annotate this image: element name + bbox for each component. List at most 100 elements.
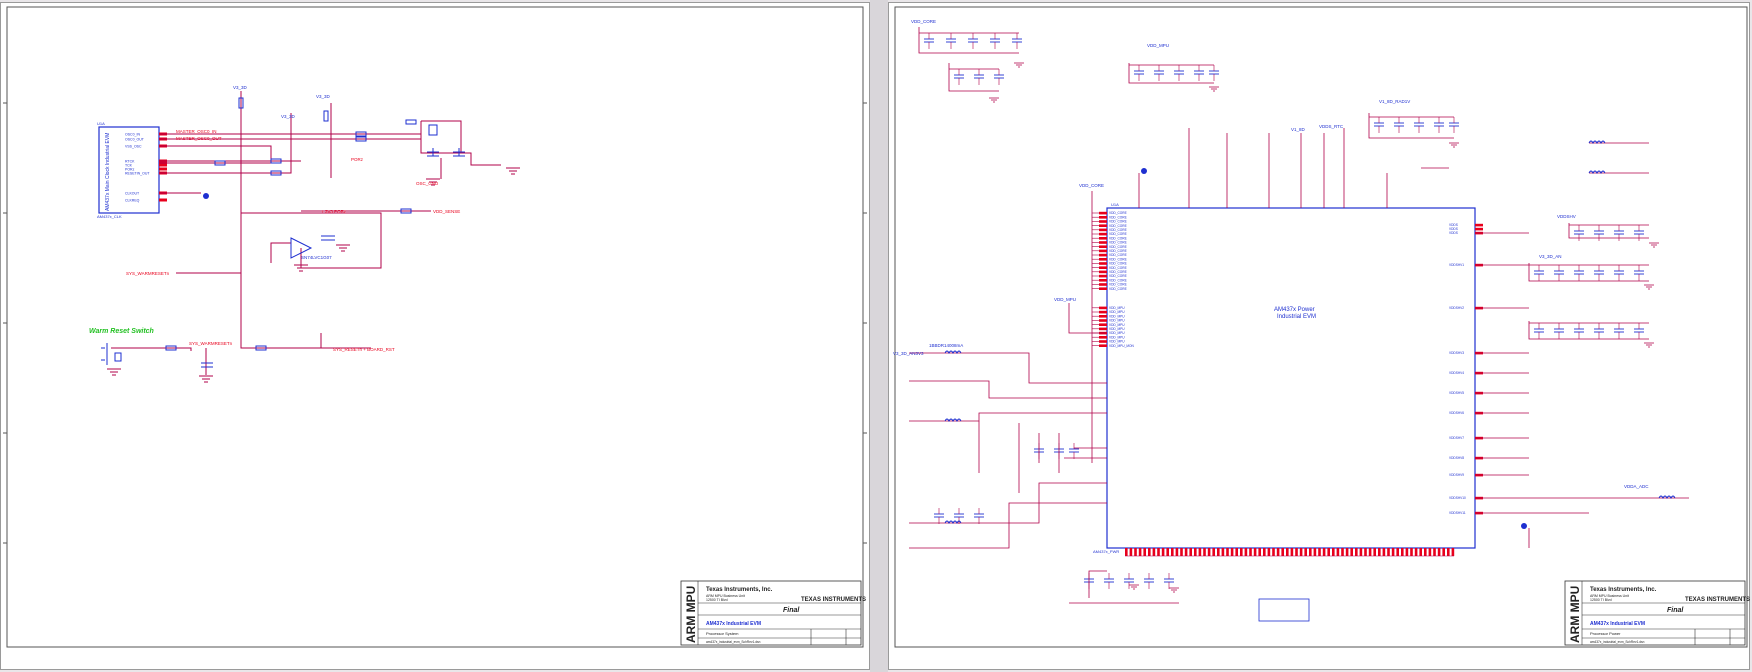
ic-left-pin-label: VDD_MPU	[1109, 319, 1125, 323]
warm-reset-label-group: Warm Reset Switch	[89, 328, 154, 335]
processor-pin-label: OSC0_OUT	[125, 138, 145, 142]
ic-bottom-pin	[1437, 548, 1441, 556]
processor-ref: U1A	[97, 121, 105, 126]
net-sys-warmreset: SYS_WARMRESETn	[126, 271, 170, 276]
ic-bottom-pin	[1184, 548, 1188, 556]
file-name: am437x_industrial_evm_SchRev1.dsn	[706, 640, 761, 644]
ic-bottom-pin	[1267, 548, 1271, 556]
ic-left-pin	[1099, 319, 1107, 322]
ic-left-pin-label: VDD_CORE	[1109, 220, 1127, 224]
ic-left-pin	[1099, 262, 1107, 265]
ic-bottom-pin	[1368, 548, 1372, 556]
ic-bottom-pin	[1442, 548, 1445, 556]
ic-left-pin	[1099, 270, 1107, 274]
ic-part-label: SN74LVC1G07	[301, 255, 332, 260]
ic-left-pin-label: VDD_CORE	[1109, 232, 1127, 236]
processor-pin-label: RTCK	[125, 160, 135, 164]
ic-bottom-pin	[1161, 548, 1165, 556]
rail-vdds-rtc: VDDS_RTC	[1319, 124, 1344, 129]
ic-bottom-pin	[1304, 548, 1307, 556]
ic-bottom-pin	[1212, 548, 1215, 556]
processor-pin-label: TCK	[125, 164, 133, 168]
ic-bottom-pin	[1272, 548, 1275, 556]
side-text: ARM MPU	[684, 586, 698, 643]
ic-bottom-pin	[1175, 548, 1179, 556]
ic-bottom-pin	[1396, 548, 1399, 556]
ic-bottom-pin	[1414, 548, 1418, 556]
ic-left-pin	[1099, 211, 1107, 215]
border-tick-marks	[3, 102, 867, 544]
ic-bottom-pin	[1129, 548, 1133, 556]
ic-bottom-pin	[1428, 548, 1432, 556]
ic-bottom-pin	[1295, 548, 1298, 556]
processor-pin-label: PORz	[125, 168, 135, 172]
ic-bottom-pin	[1171, 548, 1174, 556]
rail-vdd-core-a: VDD_CORE	[911, 19, 936, 24]
processor-system-schematic: U1A AM437x_CLK AM437x Main Clock Industr…	[3, 6, 867, 648]
ic-bottom-pin	[1290, 548, 1294, 556]
ic-left-pin	[1099, 323, 1107, 326]
ic-right-pin-label: VDDSHV3	[1449, 351, 1464, 355]
main-power-ic: AM437x Power Industrial EVM U1A AM437x_P…	[1092, 202, 1483, 557]
rail-vdd-mpu-b: VDD_MPU	[1054, 297, 1076, 302]
ic-bottom-pin	[1125, 548, 1128, 556]
ic-bottom-pin	[1166, 548, 1169, 556]
ic-bottom-pin	[1226, 548, 1229, 556]
ic-bottom-pin	[1373, 548, 1376, 556]
ground-symbols-right	[989, 62, 1659, 593]
ic-left-pin-label: VDD_CORE	[1109, 266, 1127, 270]
ic-bottom-pin	[1433, 548, 1436, 556]
net-osc-out: MASTER_OSC0_OUT	[176, 136, 222, 141]
ferrite-beads	[944, 140, 1676, 525]
ic-bottom-pin	[1157, 548, 1160, 556]
ic-left-pin-label: VDD_CORE	[1109, 274, 1127, 278]
ic-left-pin-label: VDD_MPU	[1109, 323, 1125, 327]
ic-left-pin-label: VDD_MPU	[1109, 314, 1125, 318]
ic-right-pin-label: VDDS	[1449, 223, 1458, 227]
ic-left-pin	[1099, 228, 1107, 232]
ti-logo: TEXAS INSTRUMENTS	[801, 597, 866, 603]
net-porz: PORz	[351, 157, 364, 162]
ic-right-pin-label: VDDSHV2	[1449, 306, 1464, 310]
rail-v33d-an: V3_3D_AN	[1539, 254, 1562, 259]
ic-bottom-pin	[1221, 548, 1225, 556]
ic-bottom-pin	[1447, 548, 1450, 556]
processor-part: AM437x_CLK	[97, 214, 122, 219]
ic-bottom-pin	[1152, 548, 1156, 556]
processor-title: AM437x Main Clock Industrial EVM	[105, 133, 111, 211]
side-text-r: ARM MPU	[1568, 586, 1582, 643]
ic-bottom-pin	[1345, 548, 1349, 556]
project-name: AM437x Industrial EVM	[706, 621, 761, 627]
ic-left-pin-label: VDD_MPU_MON	[1109, 344, 1134, 348]
net-sys-reset-out: SYS_RESETn + BOARD_RST	[333, 347, 395, 352]
ic-left-pin-label: VDD_CORE	[1109, 278, 1127, 282]
test-point-tp1	[203, 193, 209, 199]
status-final-r: Final	[1667, 607, 1684, 614]
sheet-title: Processor System	[706, 631, 739, 636]
upper-wiring	[909, 128, 1449, 604]
ic-left-pin-label: VDD_CORE	[1109, 215, 1127, 219]
schematic-sheet-left: U1A AM437x_CLK AM437x Main Clock Industr…	[0, 2, 870, 670]
ic-bottom-pin	[1318, 548, 1321, 556]
sheet-gap	[870, 0, 888, 672]
ic-left-pin	[1099, 327, 1107, 331]
ic-right-pin-label: VDDS	[1449, 231, 1458, 235]
ic-bottom-pin	[1235, 548, 1238, 556]
ic-right-pin-label: VDDSHV10	[1449, 496, 1466, 500]
company-name-r: Texas Instruments, Inc.	[1590, 587, 1657, 593]
ic-left-pin-label: VDD_MPU	[1109, 310, 1125, 314]
processor-pin-label: OSC0_IN	[125, 133, 140, 137]
ic-bottom-pin	[1189, 548, 1192, 556]
decoupling-capacitors	[924, 33, 1644, 589]
ic-left-pin	[1099, 315, 1107, 318]
processor-pin-label: RESETIN_OUT	[125, 172, 150, 176]
ic-left-pin-label: VDD_MPU	[1109, 335, 1125, 339]
ic-bottom-pin	[1350, 548, 1353, 556]
ic-bottom-pin	[1332, 548, 1335, 556]
ic-bottom-pin	[1299, 548, 1303, 556]
ic-bottom-pin	[1313, 548, 1317, 556]
net-osc-gnd: OSC_GND	[416, 181, 439, 186]
processor-pin-label: CLKREQ	[125, 199, 140, 203]
ic-right-pin	[1475, 227, 1483, 231]
ic-bottom-pin	[1336, 548, 1340, 556]
